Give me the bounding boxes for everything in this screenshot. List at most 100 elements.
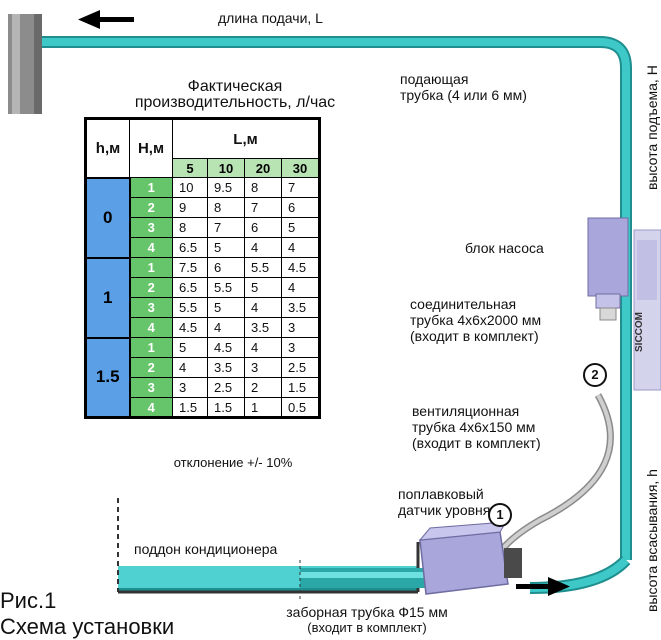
vent-tube-label-line3: (входит в комплект) xyxy=(412,435,541,451)
flow-value-cell: 1.5 xyxy=(172,397,208,418)
flow-value-cell: 5 xyxy=(207,297,245,318)
flow-value-cell: 5.5 xyxy=(207,277,245,298)
flow-value-cell: 3 xyxy=(172,377,208,398)
h-group-cell: 1 xyxy=(84,256,131,339)
flow-value-cell: 7 xyxy=(281,177,320,198)
H-value-cell: 4 xyxy=(129,237,173,258)
deviation-note: отклонение +/- 10% xyxy=(173,455,293,470)
L-value-5: 5 xyxy=(172,158,208,178)
suction-height-label: высота всасывания, h xyxy=(644,469,660,612)
flow-arrow-right xyxy=(516,577,570,596)
figure-number: Рис.1 xyxy=(0,588,57,613)
flow-value-cell: 9 xyxy=(172,197,208,218)
flow-value-cell: 7 xyxy=(244,197,282,218)
vent-tube xyxy=(491,393,614,562)
drain-pipe xyxy=(8,14,42,114)
pump-block-label: блок насоса xyxy=(465,240,544,256)
connector-tube-label-line2: трубка 4х6х2000 мм xyxy=(410,312,542,328)
feed-tube-label-line2: трубка (4 или 6 мм) xyxy=(400,87,527,103)
float-sensor-label-line1: поплавковый xyxy=(398,486,484,502)
flow-value-cell: 2.5 xyxy=(281,357,320,378)
flow-value-cell: 7 xyxy=(207,217,245,238)
flow-value-cell: 4 xyxy=(207,317,245,338)
flow-value-cell: 3.5 xyxy=(207,357,245,378)
flow-value-cell: 5 xyxy=(281,217,320,238)
flow-value-cell: 4.5 xyxy=(207,337,245,358)
L-value-30: 30 xyxy=(281,158,320,178)
H-value-cell: 2 xyxy=(129,197,173,218)
flow-value-cell: 7.5 xyxy=(172,257,208,278)
marker-1: 1 xyxy=(488,503,512,527)
flow-value-cell: 3.5 xyxy=(244,317,282,338)
flow-value-cell: 4 xyxy=(244,337,282,358)
feed-tube-label-line1: подающая xyxy=(400,71,469,87)
float-sensor-label-line2: датчик уровня xyxy=(398,502,491,518)
flow-value-cell: 2 xyxy=(244,377,282,398)
flow-value-cell: 5 xyxy=(244,277,282,298)
flow-value-cell: 0.5 xyxy=(281,397,320,418)
lift-height-label: высота подъема, H xyxy=(644,65,660,190)
table-title-line2: производительность, л/час xyxy=(134,94,336,111)
flow-value-cell: 4 xyxy=(244,297,282,318)
flow-value-cell: 4 xyxy=(172,357,208,378)
flow-value-cell: 5.5 xyxy=(244,257,282,278)
H-value-cell: 1 xyxy=(129,177,173,198)
connector-tube-label-line1: соединительная xyxy=(410,296,517,312)
flow-arrow-left xyxy=(78,10,134,29)
H-value-cell: 2 xyxy=(129,357,173,378)
H-value-cell: 1 xyxy=(129,257,173,278)
flow-value-cell: 4 xyxy=(281,277,320,298)
connector-tube-label-line3: (входит в комплект) xyxy=(410,328,539,344)
pump-brand-logo: SICCOM xyxy=(634,312,645,352)
flow-value-cell: 8 xyxy=(172,217,208,238)
feed-length-label: длина подачи, L xyxy=(218,10,323,26)
flow-value-cell: 5 xyxy=(207,237,245,258)
intake-tube-label-line1: заборная трубка Ф15 мм xyxy=(286,604,448,620)
flow-value-cell: 4 xyxy=(281,237,320,258)
flow-value-cell: 4.5 xyxy=(172,317,208,338)
ac-tray-label: поддон кондиционера xyxy=(134,541,278,557)
flow-value-cell: 3 xyxy=(281,337,320,358)
col-header-h: h,м xyxy=(85,118,130,178)
flow-value-cell: 6 xyxy=(244,217,282,238)
col-header-H: Н,м xyxy=(129,118,173,178)
col-header-L: L,м xyxy=(172,118,320,159)
flow-value-cell: 6.5 xyxy=(172,237,208,258)
flow-value-cell: 4.5 xyxy=(281,257,320,278)
flow-value-cell: 3 xyxy=(244,357,282,378)
flow-value-cell: 4 xyxy=(244,237,282,258)
pump-block xyxy=(587,217,661,391)
flow-value-cell: 5 xyxy=(172,337,208,358)
L-value-10: 10 xyxy=(207,158,245,178)
H-value-cell: 1 xyxy=(129,337,173,358)
table-title-line1: Фактическая xyxy=(187,78,283,95)
h-group-cell: 1.5 xyxy=(84,336,131,419)
flow-value-cell: 3.5 xyxy=(281,297,320,318)
flow-value-cell: 6 xyxy=(207,257,245,278)
flow-value-cell: 10 xyxy=(172,177,208,198)
H-value-cell: 3 xyxy=(129,217,173,238)
flow-value-cell: 2.5 xyxy=(207,377,245,398)
intake-tube-label-line2: (входит в комплект) xyxy=(307,620,427,635)
flow-value-cell: 8 xyxy=(207,197,245,218)
flow-value-cell: 8 xyxy=(244,177,282,198)
H-value-cell: 4 xyxy=(129,317,173,338)
flow-value-cell: 6.5 xyxy=(172,277,208,298)
H-value-cell: 3 xyxy=(129,377,173,398)
vent-tube-label-line1: вентиляционная xyxy=(412,403,520,419)
intake-tube xyxy=(300,568,440,588)
H-value-cell: 3 xyxy=(129,297,173,318)
H-value-cell: 2 xyxy=(129,277,173,298)
marker-2: 2 xyxy=(583,363,607,387)
flow-value-cell: 6 xyxy=(281,197,320,218)
